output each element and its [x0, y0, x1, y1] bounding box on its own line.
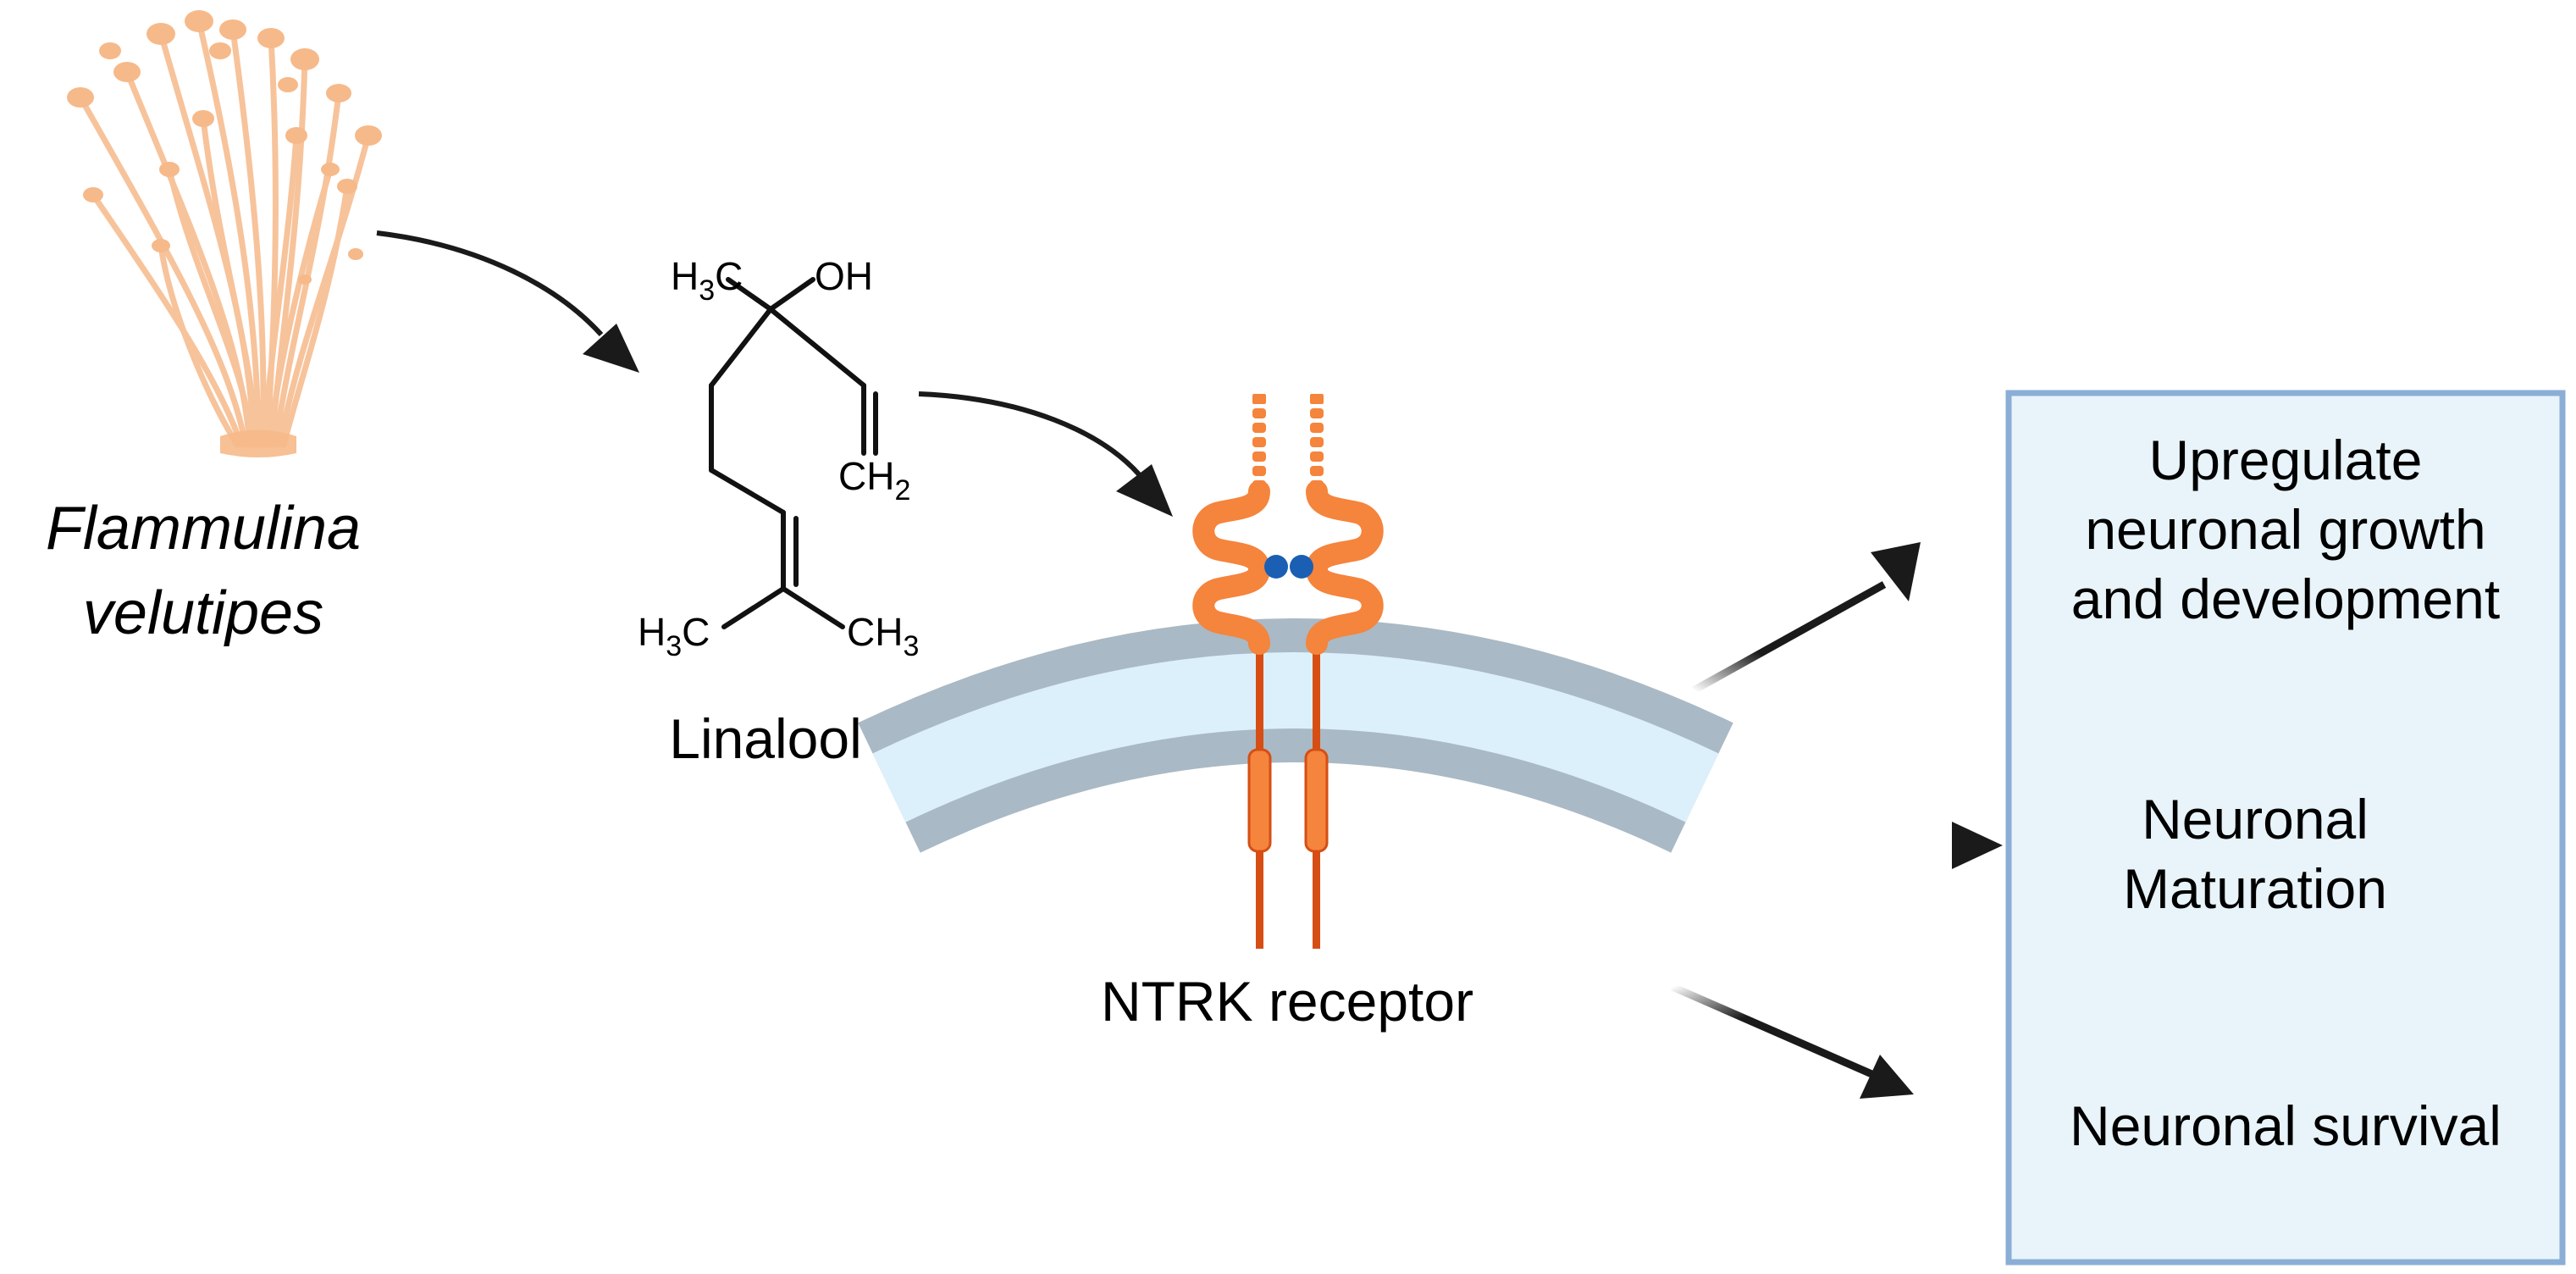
outcome-maturation-line1: Neuronal: [2142, 788, 2369, 850]
outcomes-box: Upregulate neuronal growth and developme…: [2005, 390, 2566, 1266]
chem-group-h3c-top: H3C: [671, 254, 743, 307]
outcome-survival: Neuronal survival: [2070, 1094, 2501, 1157]
chem-group-h3c-bottom: H3C: [638, 610, 710, 662]
mushroom-icon: [67, 10, 382, 457]
arrow-to-growth: [1691, 542, 1921, 694]
ligand-dot: [1290, 555, 1313, 579]
ntrk-receptor-icon: [1192, 394, 1384, 949]
chem-group-ch2: CH2: [838, 454, 910, 507]
outcome-growth: Upregulate neuronal growth and developme…: [2071, 429, 2500, 630]
chem-group-ch3: CH3: [847, 610, 919, 662]
arrow-mushroom-to-linalool: [376, 230, 639, 373]
ligand-dot: [1264, 555, 1288, 579]
linalool-structure: H3C OH CH2 H3C CH3: [638, 254, 919, 662]
ntrk-receptor-label: NTRK receptor: [1101, 970, 1473, 1033]
species-label-line2: velutipes: [83, 579, 323, 647]
species-label: Flammulina velutipes: [46, 495, 361, 647]
outcome-survival-line1: Neuronal survival: [2070, 1094, 2501, 1157]
outcome-maturation: Neuronal Maturation: [2123, 788, 2387, 920]
arrow-linalool-to-receptor: [918, 391, 1173, 517]
species-label-line1: Flammulina: [46, 495, 361, 562]
arrow-to-survival: [1671, 983, 1914, 1099]
linalool-label: Linalool: [669, 707, 862, 770]
arrow-to-maturation: [1664, 822, 2003, 869]
chem-group-oh: OH: [815, 254, 873, 298]
outcome-maturation-line2: Maturation: [2123, 857, 2387, 920]
outcome-growth-line3: and development: [2071, 568, 2500, 630]
outcome-growth-line2: neuronal growth: [2085, 498, 2485, 561]
cell-membrane: [858, 618, 1733, 853]
outcome-growth-line1: Upregulate: [2149, 429, 2423, 491]
